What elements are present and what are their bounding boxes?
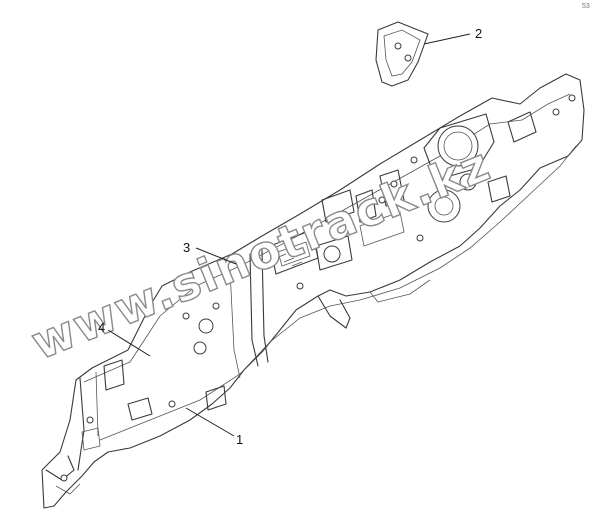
leader-line-3 — [195, 247, 237, 265]
leader-line-2 — [423, 33, 471, 45]
leader-line-1 — [185, 407, 235, 437]
callout-3: 3 — [183, 240, 190, 255]
callout-4: 4 — [98, 320, 105, 335]
part-1-dash-panel — [41, 73, 585, 509]
corner-mark: 53 — [582, 3, 590, 10]
callout-2: 2 — [475, 26, 482, 41]
watermark-text: www.sinotrack.kz — [24, 137, 498, 371]
leader-line-4 — [107, 329, 151, 357]
part-2-bracket — [375, 21, 429, 87]
callout-1: 1 — [236, 432, 243, 447]
